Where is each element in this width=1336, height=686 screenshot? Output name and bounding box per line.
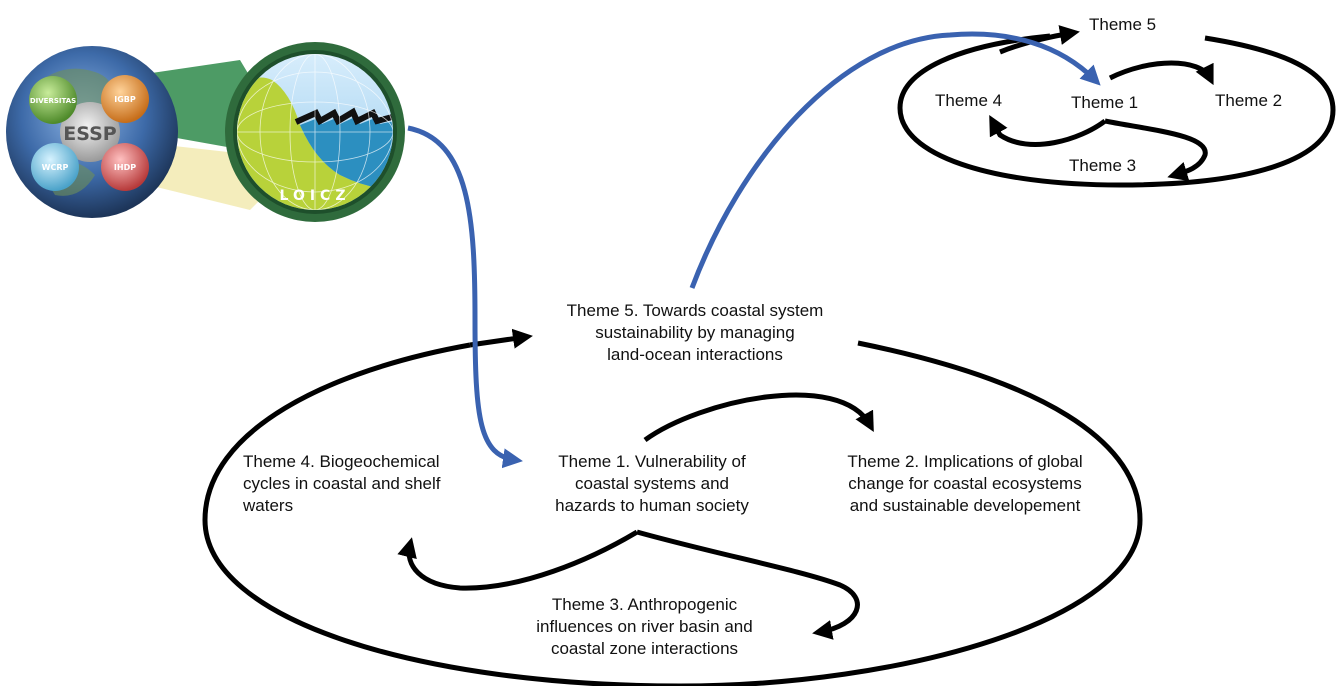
loicz-sea [300, 117, 393, 190]
detail-theme3-label: Theme 3 [1069, 156, 1137, 175]
detail-ellipse-left-arc [897, 33, 1336, 188]
detail-arrow-to-4 [989, 114, 1107, 147]
main-theme2-label: Theme 2. Implications of global change f… [847, 452, 1083, 515]
detail-theme4-label: Theme 4 [935, 91, 1003, 110]
detail-arrow-to-3 [1104, 118, 1208, 182]
diversitas-bubble [29, 76, 77, 124]
detail-theme5-label: Theme 5 [1089, 15, 1157, 34]
main-arrow-to-theme5 [469, 328, 533, 349]
main-theme3-label: Theme 3. Anthropogenic influences on riv… [536, 595, 753, 658]
main-theme5-label: Theme 5. Towards coastal system sustaina… [566, 301, 824, 364]
detail-cycle [897, 25, 1336, 188]
essp-center-label: ESSP [63, 123, 116, 145]
wcrp-bubble [31, 143, 79, 191]
detail-theme1-label: Theme 1 [1071, 93, 1139, 112]
main-theme1-label: Theme 1. Vulnerability of coastal system… [555, 452, 749, 515]
main-theme4-label: Theme 4. Biogeochemical cycles in coasta… [243, 452, 441, 515]
ihdp-label: IHDP [114, 163, 136, 172]
globe-land [30, 68, 113, 196]
loicz-wave [294, 107, 393, 126]
blue-links [407, 31, 1101, 469]
detail-theme2-label: Theme 2 [1215, 91, 1283, 110]
blue-arrow-loicz-to-theme1 [407, 125, 523, 469]
loicz-label: LOICZ [280, 188, 351, 204]
ihdp-bubble [101, 143, 149, 191]
wcrp-label: WCRP [42, 163, 69, 172]
main-arrow-to-4 [397, 529, 639, 591]
main-arrow-to-3 [636, 529, 860, 640]
detail-arrow-1-to-2 [1108, 60, 1214, 86]
main-arrow-1-to-2 [643, 392, 874, 443]
igbp-label: IGBP [114, 95, 136, 104]
essp-center [60, 102, 120, 162]
igbp-bubble [101, 75, 149, 123]
loicz-land [237, 77, 393, 210]
loicz-logo: LOICZ [225, 42, 405, 222]
essp-logo: ESSP DIVERSITAS IGBP WCRP IHDP [6, 46, 300, 218]
diversitas-label: DIVERSITAS [30, 97, 76, 105]
blue-arrow-theme5-to-detail [689, 31, 1101, 289]
